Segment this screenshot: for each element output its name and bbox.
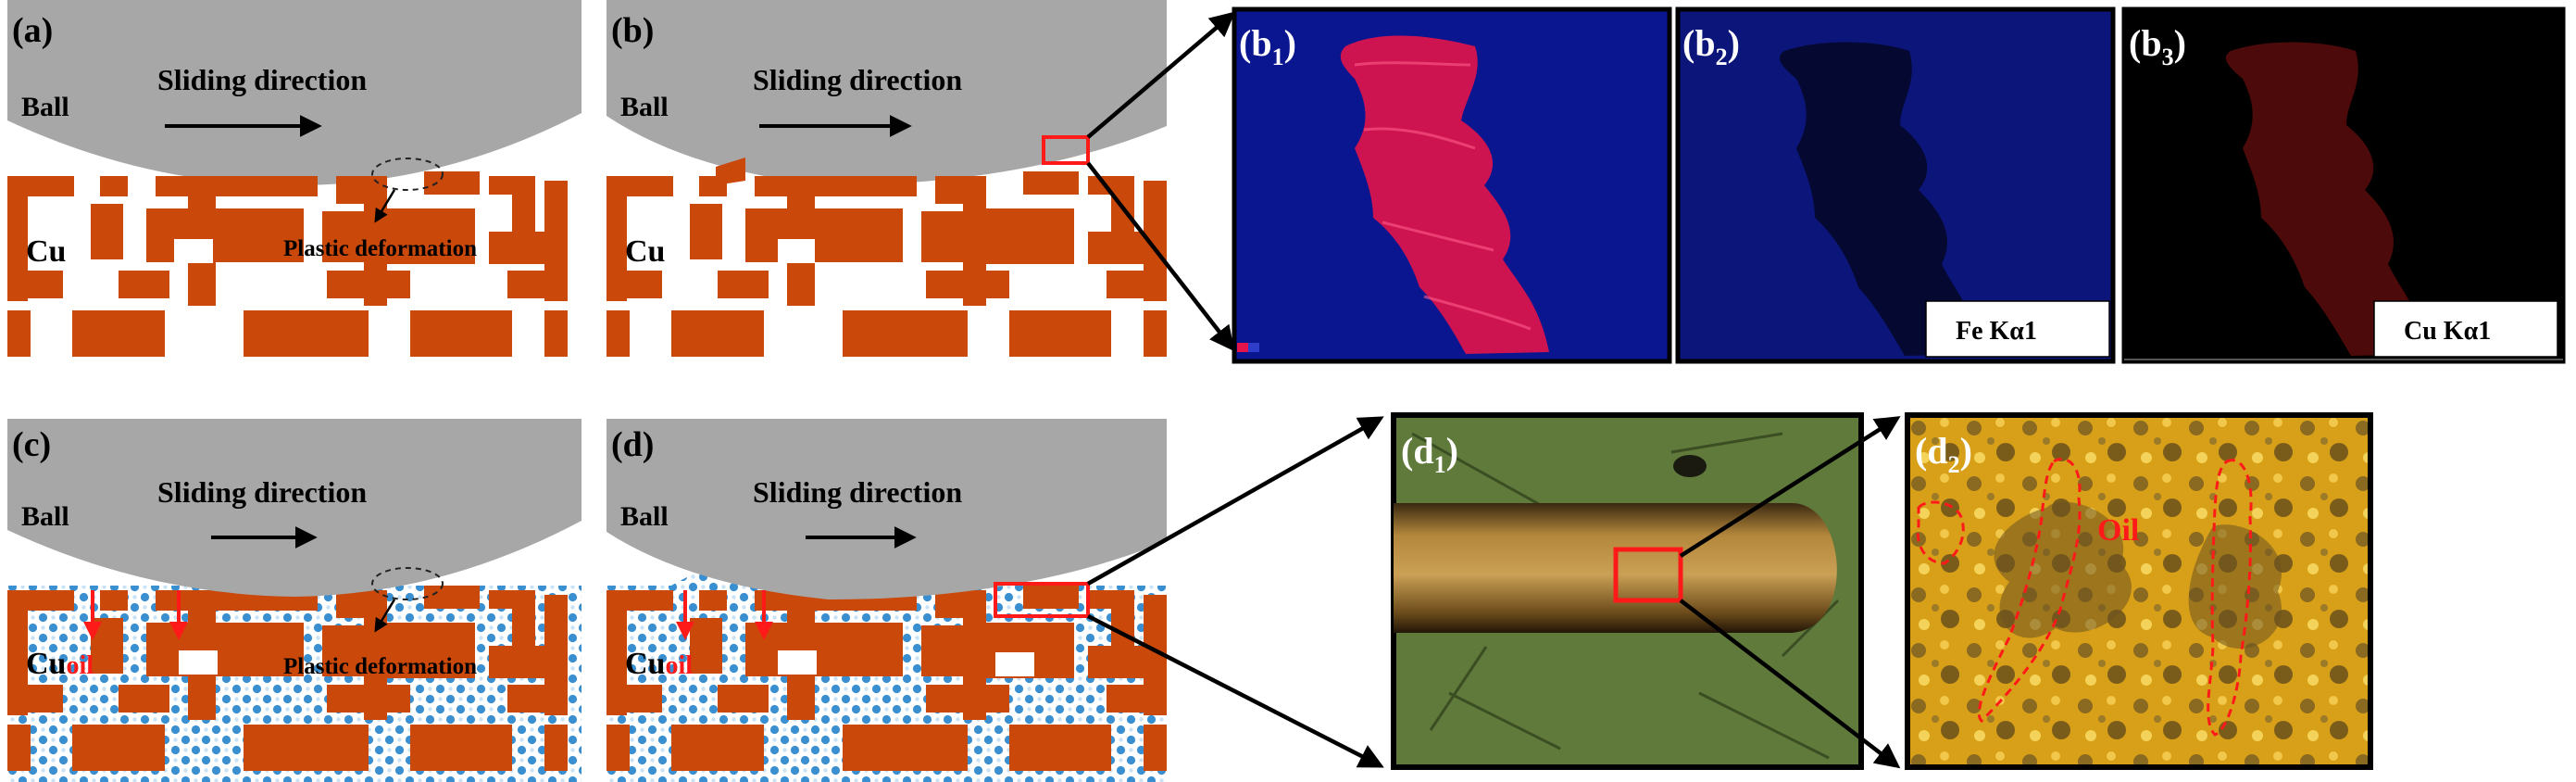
ball-label: Ball	[21, 92, 69, 122]
legend-swatch	[1248, 343, 1259, 352]
eds-copper-region	[1340, 35, 1549, 354]
ball-label: Ball	[620, 92, 669, 122]
void	[778, 239, 815, 263]
copper-microstructure	[7, 171, 568, 357]
void	[778, 650, 817, 675]
surface-pit	[1673, 455, 1707, 477]
element-label-fe: Fe Kα1	[1956, 317, 2037, 346]
zoom-line-top	[1086, 11, 1236, 139]
ball	[606, 419, 1167, 599]
panel-b2: Fe Kα1 (b2)	[1675, 6, 2116, 364]
sliding-direction-label: Sliding direction	[753, 475, 962, 509]
panel-label-b: (b)	[611, 11, 654, 50]
ball-label: Ball	[21, 501, 69, 532]
void	[995, 652, 1034, 676]
plastic-deformation-label: Plastic deformation	[283, 654, 477, 679]
deformation-ellipse	[371, 567, 444, 600]
panel-b3: Cu Kα1 (b3)	[2121, 6, 2566, 364]
void	[174, 239, 213, 263]
panel-d: (d) Ball Sliding direction Cuoil	[606, 419, 1167, 782]
element-label-cu: Cu Kα1	[2404, 317, 2491, 346]
highlight-box	[1613, 547, 1683, 603]
panel-label-c: (c)	[12, 425, 51, 464]
zoom-line-bottom	[1679, 599, 1901, 769]
sliding-direction-label: Sliding direction	[157, 475, 367, 509]
sliding-direction-label: Sliding direction	[753, 63, 962, 96]
oil-outline	[1916, 500, 1965, 565]
ball	[606, 0, 1167, 185]
panel-label-d: (d)	[611, 425, 654, 464]
zoom-line-bottom	[1086, 613, 1384, 768]
panel-label-b1: (b1)	[1239, 22, 1296, 70]
highlight-box	[1042, 135, 1090, 165]
zoom-line-top	[1086, 416, 1384, 586]
deformation-arrow	[374, 189, 396, 223]
panel-label-d2: (d2)	[1915, 430, 1972, 478]
micrograph	[1905, 412, 2373, 770]
ball-label: Ball	[620, 501, 669, 532]
panel-a: (a) Ball Sliding direction Cu Plastic de…	[7, 0, 581, 357]
panel-b1: (b1)	[1232, 6, 1672, 364]
panel-label-d1: (d1)	[1401, 430, 1458, 478]
dark-region	[1994, 501, 2132, 638]
panel-label-a: (a)	[12, 11, 53, 50]
element-label-box	[1925, 300, 2110, 358]
oil-annotation: Oil	[2097, 513, 2139, 548]
copper-microstructure	[606, 158, 1167, 357]
ball	[7, 0, 581, 185]
element-label-box	[2373, 300, 2558, 358]
deformation-arrow	[374, 599, 396, 633]
panel-d1: (d1)	[1391, 412, 1864, 770]
eds-texture	[1354, 61, 1532, 331]
panel-b: (b) Ball Sliding direction Cu	[606, 0, 1167, 357]
oil-outline	[1977, 458, 2082, 724]
scratch-lines	[1411, 432, 1840, 760]
plastic-deformation-label: Plastic deformation	[283, 236, 477, 261]
oil-outline	[2207, 459, 2253, 737]
cu-label: Cuoil	[625, 647, 693, 681]
ball	[7, 419, 581, 597]
cu-label: Cu	[625, 234, 665, 269]
panel-label-b2: (b2)	[1682, 22, 1740, 70]
panel-c: (c) Ball Sliding direction Cuoil Plastic…	[7, 419, 581, 782]
zoom-line-top	[1679, 416, 1901, 558]
panel-d2: Oil (d2)	[1905, 412, 2373, 770]
deformation-ellipse	[371, 158, 444, 191]
zoom-line-bottom	[1086, 161, 1235, 352]
sliding-direction-label: Sliding direction	[157, 63, 367, 96]
legend-swatch	[1237, 343, 1248, 352]
eds-fe-depleted-region	[1779, 42, 1983, 356]
panel-label-b3: (b3)	[2129, 22, 2186, 70]
cu-label: Cuoil	[26, 647, 94, 681]
highlight-box	[994, 582, 1090, 618]
void	[179, 650, 218, 675]
eds-cu-region	[2225, 42, 2430, 356]
cu-label: Cu	[26, 234, 66, 269]
